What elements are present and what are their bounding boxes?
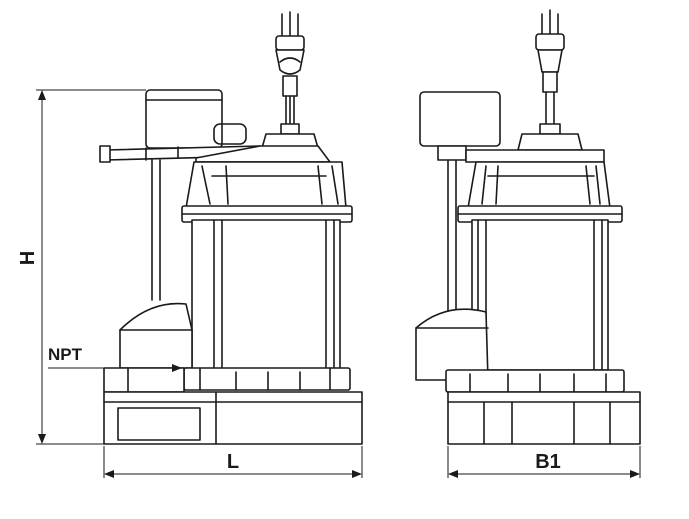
power-plug-icon bbox=[517, 9, 583, 151]
power-plug-icon bbox=[261, 11, 319, 149]
pump-body bbox=[471, 219, 609, 371]
switch-housing bbox=[145, 89, 223, 149]
pump-base bbox=[447, 391, 641, 445]
npt-callout: NPT bbox=[48, 345, 182, 372]
pump-front-view bbox=[99, 11, 363, 445]
height-dimension: H bbox=[17, 89, 146, 445]
width-dimension: B1 bbox=[447, 446, 641, 478]
pump-body bbox=[191, 219, 341, 371]
length-label: L bbox=[227, 451, 239, 473]
pump-side-view bbox=[415, 9, 641, 445]
discharge-outlet bbox=[103, 367, 185, 393]
npt-label: NPT bbox=[48, 345, 83, 364]
switch-housing bbox=[419, 91, 501, 147]
length-dimension: L bbox=[103, 446, 363, 478]
float-switch bbox=[119, 302, 193, 369]
height-label: H bbox=[17, 251, 39, 265]
width-label: B1 bbox=[535, 451, 561, 473]
pump-base bbox=[103, 391, 363, 445]
float-switch bbox=[415, 308, 489, 381]
